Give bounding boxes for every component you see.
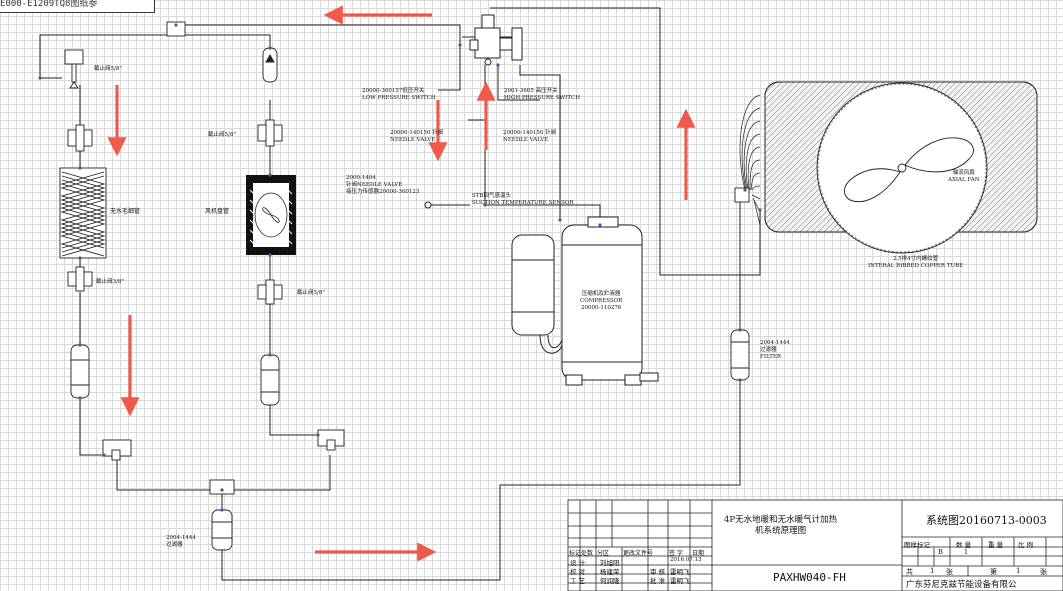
header-count: 处数 bbox=[581, 550, 594, 557]
design-date: 2016.07.13 bbox=[670, 557, 702, 563]
condenser-coil bbox=[734, 81, 1038, 254]
stage-mark-header: 图样标记 bbox=[904, 541, 930, 549]
compressor-assembly bbox=[424, 201, 659, 386]
low-pressure-switch-label: 20000-360157低压开关 LOW PRESSURE SWITCH bbox=[362, 88, 436, 101]
flow-arrows bbox=[107, 5, 696, 562]
company-name: 广东芬尼克兹节能设备有限公 bbox=[906, 580, 1017, 590]
header-change-doc: 更改文件号 bbox=[623, 550, 654, 557]
valve-mid-upper-label: 截止阀5/8" bbox=[208, 132, 236, 138]
needle-valve-sensor-label: 2000-1404 针阀NEEDLE VALVE 接压力传感器20000-360… bbox=[346, 175, 420, 195]
check-label: 校 对 bbox=[570, 568, 586, 576]
sheet-index-label: 第 bbox=[990, 568, 997, 576]
model-number: PAXHW040-FH bbox=[773, 571, 846, 584]
valve-top-left-label: 截止阀5/8" bbox=[94, 66, 122, 72]
header-date: 日期 bbox=[692, 550, 705, 557]
drawing-code: 系统图20160713-0003 bbox=[926, 514, 1047, 527]
valve-left-lower-label: 截止阀3/8" bbox=[96, 279, 124, 285]
header-mark: 标记 bbox=[569, 550, 582, 557]
craft-name: 何润隆 bbox=[600, 577, 620, 585]
filter-bottom-label: 2004-1444 过滤器 bbox=[166, 535, 196, 548]
check-name: 杨建荣 bbox=[600, 568, 620, 576]
compressor-label: 压缩机及贮液器 COMPRESSOR 20000-110276 bbox=[580, 291, 623, 311]
drawing-number-fragment: E000-E1209TQ8图纸参 bbox=[0, 0, 155, 13]
design-name: 刘旭阳 bbox=[600, 559, 620, 567]
craft-label: 工 艺 bbox=[570, 577, 586, 585]
title-block-grid bbox=[567, 499, 1063, 591]
review-name: 雷明飞 bbox=[670, 568, 690, 576]
high-pressure-switch-label: 2001-3605 高压开关 HIGH PRESSURE SWITCH bbox=[504, 88, 581, 101]
needle-valve-right-label: 20000-140150 针阀 NEEDLE VALVE bbox=[503, 130, 557, 143]
valves-and-fittings bbox=[64, 21, 345, 495]
capillary-tube-label: 无水毛细管 bbox=[110, 208, 141, 215]
approve-label: 批 准 bbox=[650, 577, 666, 585]
fan-coil-label: 风机盘管 bbox=[205, 208, 230, 215]
needle-valve-left-label: 20000-140150 针阀 NEEDLE VALVE bbox=[390, 130, 444, 143]
four-way-valve-assembly bbox=[469, 14, 523, 66]
fan-coil-unit bbox=[246, 175, 296, 255]
copper-tube-label: 2.5排4寸内螺纹管 INTERAL RIBBED COPPER TUBE bbox=[868, 256, 964, 269]
sheet-index-value: 1 bbox=[1016, 567, 1021, 575]
header-zone: 分区 bbox=[597, 550, 610, 557]
sheet-total-unit: 张 bbox=[946, 568, 953, 576]
stage-mark-value: B bbox=[938, 548, 943, 556]
drawing-title: 4P无水地暖和无水暖气计加热 机系统原理图 bbox=[724, 515, 838, 536]
sheet-total-label: 共 bbox=[906, 568, 913, 576]
filter-right-label: 2004-1444 过滤器 FILTER bbox=[760, 340, 790, 360]
sheet-index-unit: 张 bbox=[1040, 568, 1047, 576]
approve-name: 雷明飞 bbox=[670, 577, 690, 585]
weight-header: 重 量 bbox=[988, 541, 1004, 549]
suction-sensor-label: STB回气感温头 SUCTION TEMPERATURE SENSOR bbox=[472, 193, 574, 206]
axial-fan-label: 轴流风扇 AXIAL FAN bbox=[948, 170, 980, 183]
valve-mid-lower-label: 截止阀5/8" bbox=[297, 290, 325, 296]
pipe-joints bbox=[38, 23, 762, 512]
sheet-total-value: 1 bbox=[930, 567, 935, 575]
scale-header: 比 例 bbox=[1018, 541, 1034, 549]
design-label: 设 计 bbox=[570, 559, 586, 567]
review-label: 审 核 bbox=[650, 568, 666, 576]
quantity-header: 数 量 bbox=[956, 541, 972, 549]
header-sign: 签 字 bbox=[669, 550, 683, 557]
capillary-coil bbox=[59, 167, 107, 259]
filters bbox=[70, 329, 750, 551]
quantity-value: 1 bbox=[964, 548, 969, 556]
